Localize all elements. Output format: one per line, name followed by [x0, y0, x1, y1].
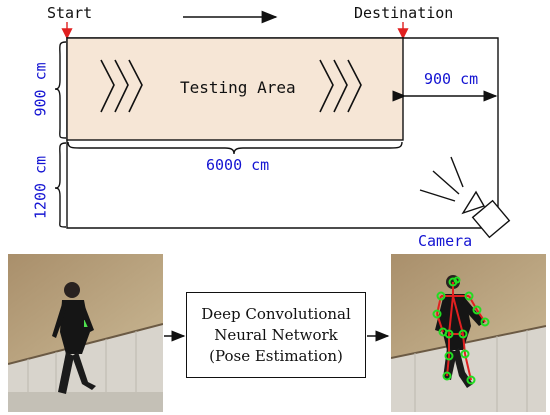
- chevrons-left: [100, 59, 143, 113]
- label-start: Start: [47, 4, 93, 22]
- camera-icon: [461, 190, 511, 239]
- skeleton-joints: [432, 276, 490, 385]
- label-1200-left: 1200 cm: [31, 155, 50, 220]
- chevrons-right: [319, 59, 362, 113]
- network-line-2: Neural Network: [214, 325, 338, 344]
- label-destination: Destination: [354, 4, 454, 22]
- pose-estimation-image: [391, 254, 546, 412]
- camera-view-lines: [419, 156, 464, 202]
- label-900-right: 900 cm: [424, 70, 479, 88]
- network-line-3: (Pose Estimation): [209, 346, 343, 365]
- network-box: Deep Convolutional Neural Network (Pose …: [186, 292, 366, 378]
- brace-900-left: [54, 41, 67, 139]
- network-line-1: Deep Convolutional: [201, 304, 351, 323]
- label-900-left: 900 cm: [31, 62, 50, 117]
- brace-6000-bottom: [67, 141, 403, 155]
- label-testing-area: Testing Area: [180, 78, 296, 97]
- label-6000: 6000 cm: [206, 156, 270, 174]
- label-camera: Camera: [418, 232, 473, 250]
- testing-area: [66, 37, 404, 141]
- brace-1200-left: [54, 142, 67, 228]
- input-frame-image: [8, 254, 163, 412]
